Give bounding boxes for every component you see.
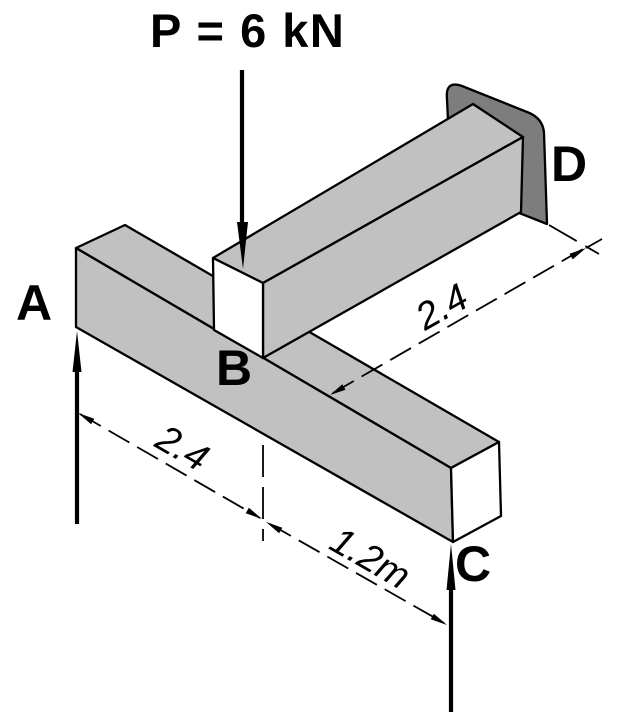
dim-ab-label: 2.4 — [148, 417, 216, 480]
beam-ac-end-face-c — [449, 440, 503, 544]
point-label-a: A — [16, 275, 52, 331]
support-a-arrowhead — [72, 331, 82, 372]
point-label-d: D — [551, 136, 587, 192]
beam-bd-end-face-b — [211, 256, 265, 360]
beam-a-c — [74, 223, 503, 544]
dim-bc-arrow-left — [266, 522, 283, 534]
dim-bc-label: 1.2m — [323, 519, 417, 598]
dim-bd-overrun — [585, 238, 603, 249]
beam-b-d — [211, 102, 525, 360]
point-label-b: B — [216, 340, 252, 396]
dim-ab-arrow-right — [245, 507, 262, 519]
dim-bd-arrow-right — [569, 248, 586, 260]
dimension-b-to-c: 1.2m — [266, 519, 447, 625]
dim-ab-arrow-left — [78, 413, 95, 425]
dim-bc-arrow-right — [430, 613, 447, 625]
dim-bd-line — [332, 248, 584, 394]
point-label-c: C — [455, 536, 491, 592]
support-arrow-c — [446, 544, 456, 712]
force-arrow-p — [237, 70, 248, 269]
dim-ab-line — [79, 413, 261, 519]
dim-bc-line — [269, 523, 445, 624]
dim-bd-arrow-left — [330, 384, 346, 395]
dim-bd-label: 2.4 — [408, 276, 476, 339]
force-p-arrowhead — [237, 222, 248, 269]
dimension-a-to-b: 2.4 — [78, 413, 262, 519]
force-label: P = 6 kN — [150, 4, 345, 57]
extension-line-d — [548, 224, 600, 255]
support-arrow-a — [72, 331, 82, 524]
support-c-arrowhead — [446, 544, 456, 590]
